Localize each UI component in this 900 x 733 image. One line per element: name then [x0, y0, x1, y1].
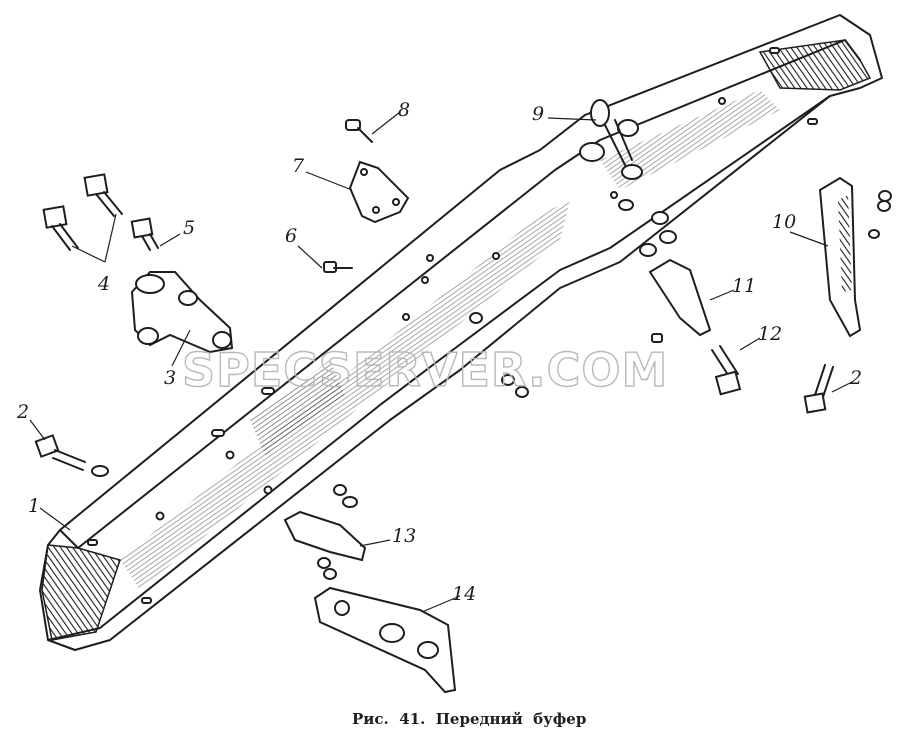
callout-11: 11 [732, 275, 756, 297]
callout-9: 9 [532, 103, 544, 125]
bolt-2-left [34, 434, 109, 477]
callout-5: 5 [183, 217, 195, 239]
bolt-2-right [803, 364, 834, 414]
callout-12: 12 [758, 323, 782, 345]
callout-7: 7 [292, 155, 305, 177]
callout-2-left: 2 [16, 401, 29, 423]
bolt-6 [323, 261, 353, 273]
bolt-8 [345, 119, 373, 143]
callout-10: 10 [772, 211, 796, 233]
lamp-housing-14 [313, 586, 457, 694]
callout-3: 3 [164, 367, 176, 389]
bolt-5 [130, 217, 159, 251]
fasteners [317, 190, 892, 580]
side-bracket-10 [818, 176, 862, 338]
callout-14: 14 [452, 583, 476, 605]
plate-7 [348, 160, 410, 224]
bolt-12 [651, 333, 742, 396]
bracket-3 [130, 271, 234, 354]
bolt-4a [42, 205, 79, 251]
bracket-13 [283, 510, 367, 562]
watermark: SPECSERVER.COM [182, 343, 668, 397]
callout-2-right: 2 [849, 367, 862, 389]
tow-hook-9 [579, 99, 643, 180]
callout-13: 13 [392, 525, 416, 547]
bracket-11 [648, 258, 712, 337]
callout-4: 4 [97, 273, 110, 295]
callout-8: 8 [398, 99, 410, 121]
leader-lines [29, 111, 853, 613]
bolt-4b [83, 173, 123, 217]
callout-6: 6 [285, 225, 297, 247]
callout-1: 1 [28, 495, 40, 517]
bumper-beam [39, 14, 883, 651]
figure-caption: Рис. 41. Передний буфер [352, 710, 586, 728]
